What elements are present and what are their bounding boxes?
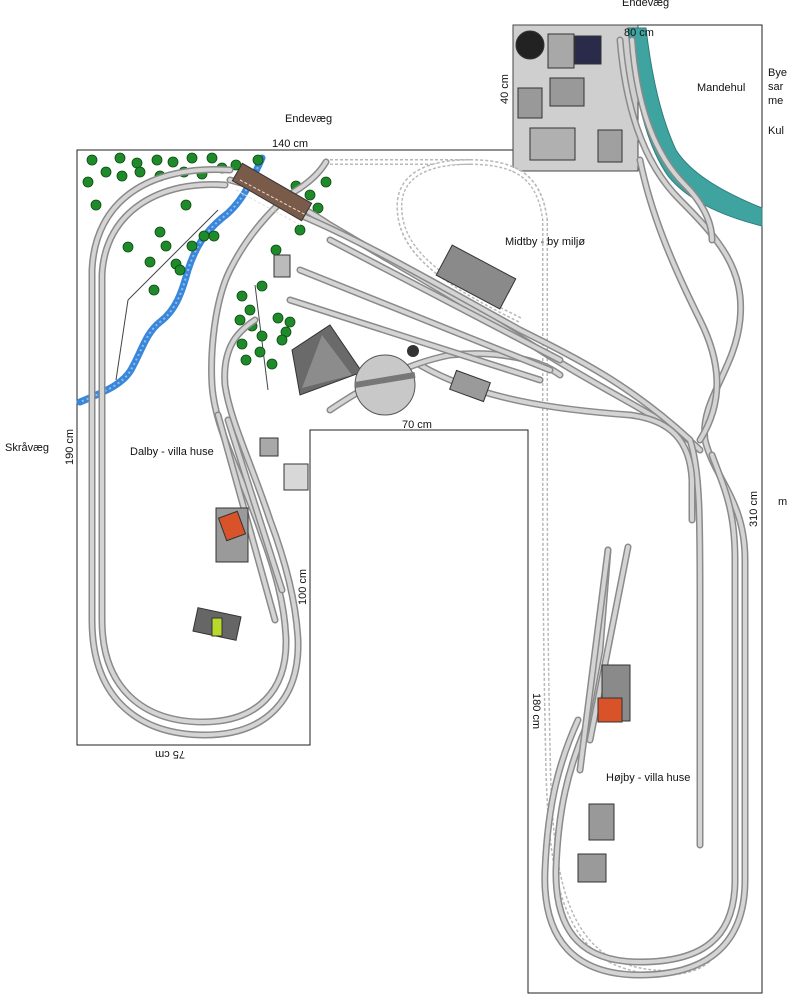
tree-8	[252, 154, 264, 166]
tree-21	[122, 241, 134, 253]
label-endevaeg-top: Endevæg	[622, 0, 669, 9]
tree-1	[114, 152, 126, 164]
tree-39	[272, 312, 284, 324]
tree-18	[90, 199, 102, 211]
tree-2	[131, 157, 143, 169]
label-70cm: 70 cm	[402, 419, 432, 431]
tree-37	[236, 290, 248, 302]
labels: Endevæg Endevæg 140 cm 40 cm Mandehul Mi…	[5, 0, 787, 784]
tree-42	[236, 338, 248, 350]
tracks	[88, 36, 749, 979]
tree-34	[320, 176, 332, 188]
label-140cm: 140 cm	[272, 138, 308, 150]
label-endevaeg-left: Endevæg	[285, 113, 332, 125]
tree-26	[144, 256, 156, 268]
tree-44	[254, 346, 266, 358]
hojby-buildings	[577, 664, 631, 883]
harbour-water	[627, 27, 763, 227]
tree-19	[180, 199, 192, 211]
label-dalby: Dalby - villa huse	[130, 446, 214, 458]
tree-9	[82, 176, 94, 188]
label-corner-80: 80 cm	[624, 27, 654, 39]
dalby-buildings	[192, 437, 309, 641]
tree-0	[86, 154, 98, 166]
tree-30	[270, 244, 282, 256]
tree-48	[256, 330, 268, 342]
tree-12	[134, 166, 146, 178]
tree-29	[186, 240, 198, 252]
label-190cm: 190 cm	[64, 429, 76, 465]
label-hojby: Højby - villa huse	[606, 772, 690, 784]
midtby-buildings	[273, 244, 517, 310]
label-right-cut-1: Bye	[768, 67, 787, 79]
tree-33	[312, 202, 324, 214]
industry-buildings	[515, 30, 623, 163]
tree-3	[151, 154, 163, 166]
turntable-area	[291, 324, 491, 416]
tree-27	[174, 264, 186, 276]
river	[76, 154, 266, 406]
tree-45	[266, 358, 278, 370]
label-right-cut-3: me	[768, 95, 783, 107]
tree-36	[256, 280, 268, 292]
tree-10	[100, 166, 112, 178]
label-mandehul: Mandehul	[697, 82, 745, 94]
tree-38	[244, 304, 256, 316]
tree-5	[186, 152, 198, 164]
tree-24	[208, 230, 220, 242]
tree-28	[148, 284, 160, 296]
label-right-cut-5: m	[778, 496, 787, 508]
label-310cm: 310 cm	[748, 491, 760, 527]
label-midtby: Midtby - by miljø	[505, 236, 585, 248]
label-100cm: 100 cm	[297, 569, 309, 605]
tree-46	[276, 334, 288, 346]
label-right-cut-2: sar	[768, 81, 784, 93]
tree-31	[294, 224, 306, 236]
tree-23	[198, 230, 210, 242]
label-right-cut-4: Kul	[768, 125, 784, 137]
label-40cm: 40 cm	[499, 74, 511, 104]
tree-32	[304, 189, 316, 201]
tree-11	[116, 170, 128, 182]
tree-6	[206, 152, 218, 164]
label-skraavaeg: Skråvæg	[5, 442, 49, 454]
label-180cm: 180 cm	[530, 693, 542, 729]
tree-49	[284, 316, 296, 328]
tree-22	[160, 240, 172, 252]
tree-43	[240, 354, 252, 366]
water-tower	[407, 345, 419, 357]
label-75cm: 75 cm	[155, 748, 185, 760]
bridge	[231, 162, 313, 226]
tree-47	[234, 314, 246, 326]
tree-20	[154, 226, 166, 238]
tree-4	[167, 156, 179, 168]
